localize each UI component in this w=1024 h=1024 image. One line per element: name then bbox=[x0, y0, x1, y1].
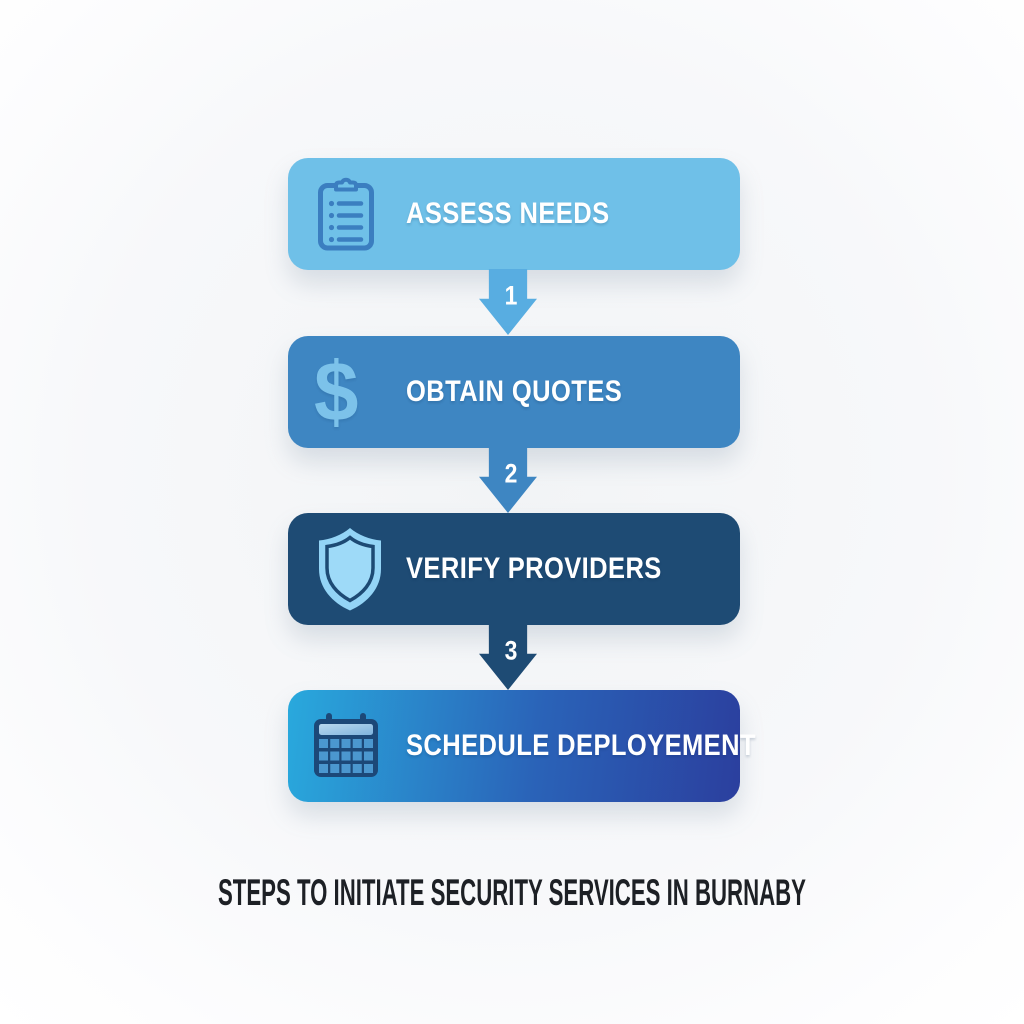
calendar-icon bbox=[312, 713, 380, 779]
step-label-schedule-deployment: SCHEDULE DEPLOYEMENT bbox=[406, 729, 756, 762]
step-verify-providers: VERIFY PROVIDERS bbox=[288, 513, 740, 625]
step-number-2: 2 bbox=[504, 458, 518, 489]
clipboard-checklist-icon bbox=[317, 177, 375, 252]
step-number-3: 3 bbox=[504, 635, 518, 666]
step-schedule-deployment: SCHEDULE DEPLOYEMENT bbox=[288, 690, 756, 802]
dollar-glyph: $ bbox=[314, 344, 359, 439]
step-assess-needs: ASSESS NEEDS bbox=[288, 158, 740, 270]
arrow-down-1: 1 bbox=[479, 269, 537, 335]
caption: STEPS TO INITIATE SECURITY SERVICES IN B… bbox=[217, 872, 806, 913]
arrow-down-3: 3 bbox=[479, 624, 537, 690]
step-obtain-quotes: $ OBTAIN QUOTES bbox=[288, 336, 740, 448]
step-number-1: 1 bbox=[504, 280, 518, 311]
step-label-obtain-quotes: OBTAIN QUOTES bbox=[406, 375, 623, 408]
shield-icon bbox=[311, 525, 389, 613]
step-label-verify-providers: VERIFY PROVIDERS bbox=[406, 552, 662, 585]
step-label-assess-needs: ASSESS NEEDS bbox=[406, 197, 610, 230]
dollar-sign-icon: $ bbox=[314, 344, 361, 441]
arrow-down-2: 2 bbox=[479, 447, 537, 513]
